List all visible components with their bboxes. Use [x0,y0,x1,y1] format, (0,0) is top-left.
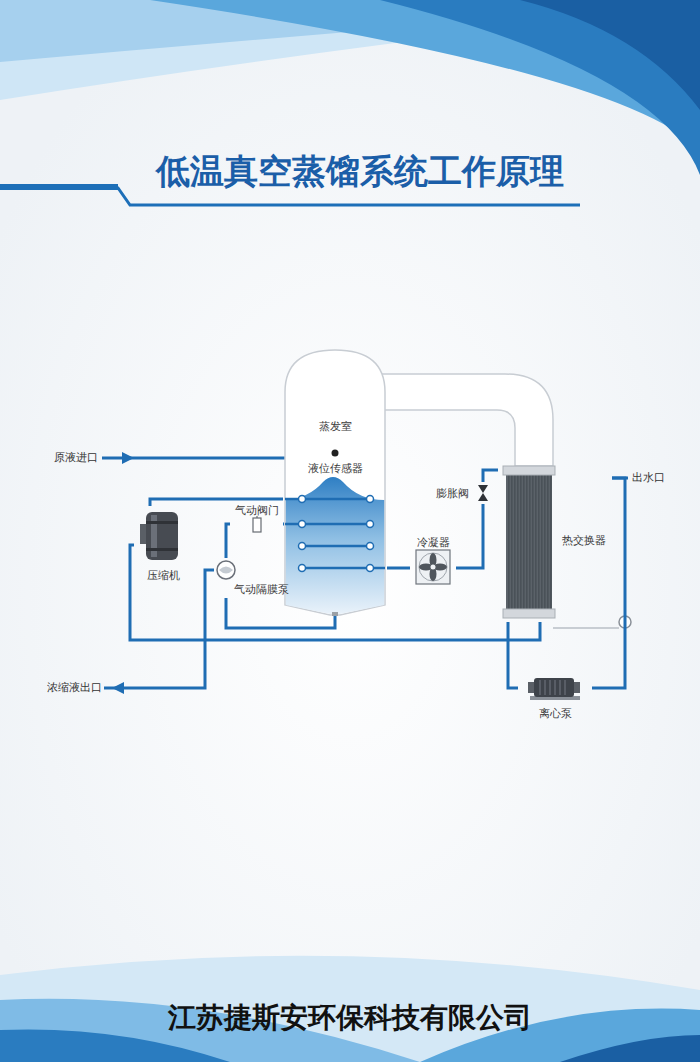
component-label: 气动阀门 [230,504,284,516]
pneumatic-valve: 气动阀门 [230,504,284,534]
bottom-swoosh [0,1029,230,1062]
evaporator-vessel-symbol [285,350,385,615]
component-label: 冷凝器 [410,536,456,548]
component-label: 离心泵 [518,707,592,719]
inlet-arrow [122,452,134,464]
company-name: 江苏捷斯安环保科技有限公司 [0,1000,700,1036]
water-outlet-label: 出水口 [632,471,665,485]
component-label: 气动隔膜泵 [234,583,289,595]
heat-exchanger: 热交换器 [498,462,612,622]
component-label: 液位传感器 [283,462,387,474]
diaphragm-pump: 气动隔膜泵 [214,558,296,598]
title: 低温真空蒸馏系统工作原理 [120,150,600,192]
component-label: 压缩机 [134,569,192,581]
outlet-pipe [104,570,214,688]
title-bar [0,184,118,190]
pipe-connector [283,523,284,526]
bottom-swoosh [560,1035,700,1062]
top-swoosh [380,0,700,175]
pipe-connector [592,478,625,688]
vapor-duct [380,374,553,466]
return-pipe [553,627,619,629]
inlet-label: 原液进口 [54,451,98,465]
outlet-label: 浓缩液出口 [47,681,102,695]
expansion-valve: 膨胀阀 [436,482,490,504]
centrifugal-pump: 离心泵 [518,672,592,722]
evaporator-vessel: 蒸发室液位传感器 [283,350,387,615]
pipe-connector [483,470,498,482]
component-label: 膨胀阀 [436,487,469,499]
top-swoosh [520,0,700,110]
compressor: 压缩机 [134,506,192,584]
component-label: 热交换器 [562,534,606,546]
pipe-connector [226,524,230,558]
pipe-connector [387,567,410,570]
component-label: 蒸发室 [283,420,387,432]
pipe-connector [508,622,518,688]
outlet-arrow [112,682,124,694]
pipe-connector [456,504,483,568]
bottom-swoosh [0,956,700,1062]
condenser: 冷凝器 [410,536,456,586]
